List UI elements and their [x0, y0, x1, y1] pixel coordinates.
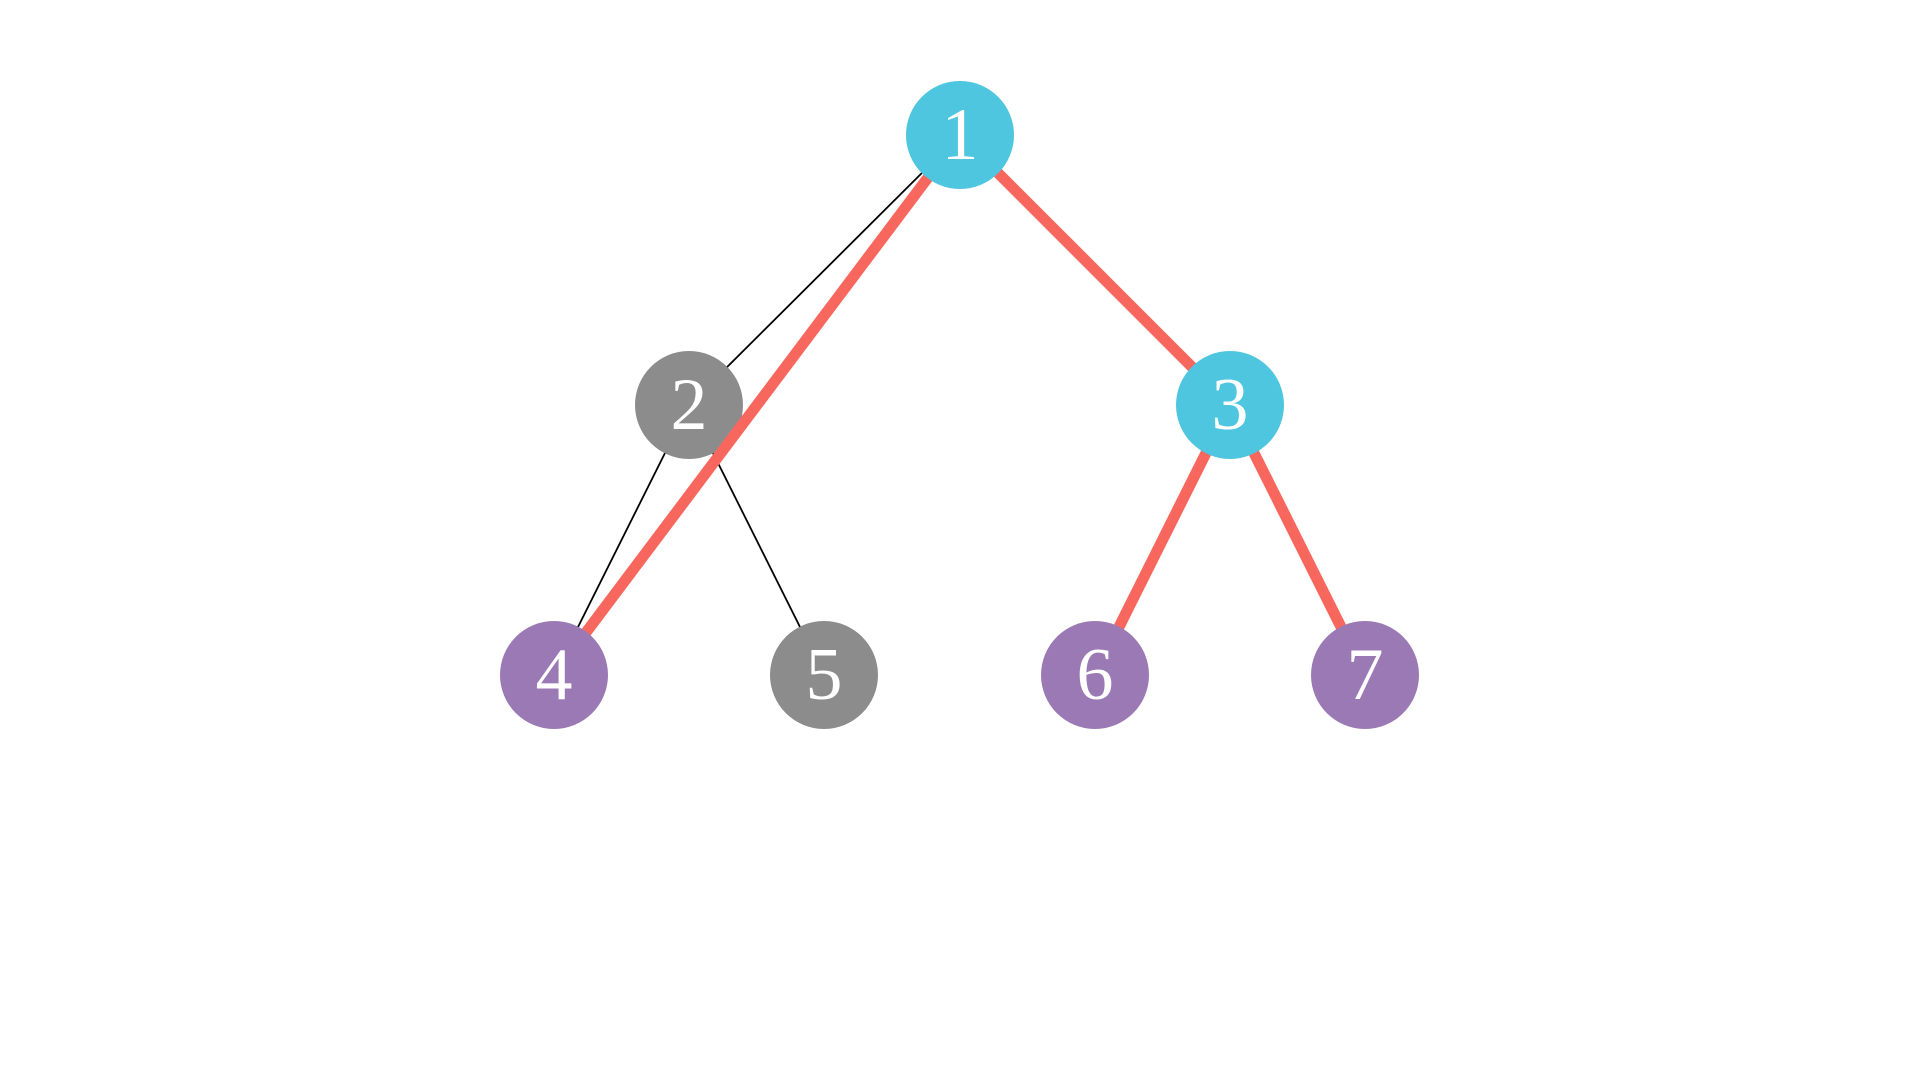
- tree-node-1: 1: [906, 81, 1014, 189]
- edge-1-4-highlight: [549, 131, 965, 679]
- tree-node-6: 6: [1041, 621, 1149, 729]
- node-circle-cyan: [1176, 351, 1284, 459]
- tree-node-5: 5: [770, 621, 878, 729]
- tree-node-2: 2: [635, 351, 743, 459]
- edge-1-2-thin: [688, 134, 961, 406]
- tree-node-3: 3: [1176, 351, 1284, 459]
- node-label: 7: [1347, 634, 1384, 716]
- node-circle-gray: [635, 351, 743, 459]
- node-circle-purple: [1041, 621, 1149, 729]
- node-label: 2: [671, 364, 708, 446]
- node-circle-purple: [1311, 621, 1419, 729]
- node-circle-gray: [770, 621, 878, 729]
- edge-1-3-highlight: [956, 131, 1234, 409]
- node-label: 6: [1077, 634, 1114, 716]
- node-circle-cyan: [906, 81, 1014, 189]
- node-label: 4: [536, 634, 573, 716]
- tree-node-7: 7: [1311, 621, 1419, 729]
- node-label: 3: [1212, 364, 1249, 446]
- tree-node-4: 4: [500, 621, 608, 729]
- node-label: 1: [942, 94, 979, 176]
- node-label: 5: [806, 634, 843, 716]
- node-circle-purple: [500, 621, 608, 729]
